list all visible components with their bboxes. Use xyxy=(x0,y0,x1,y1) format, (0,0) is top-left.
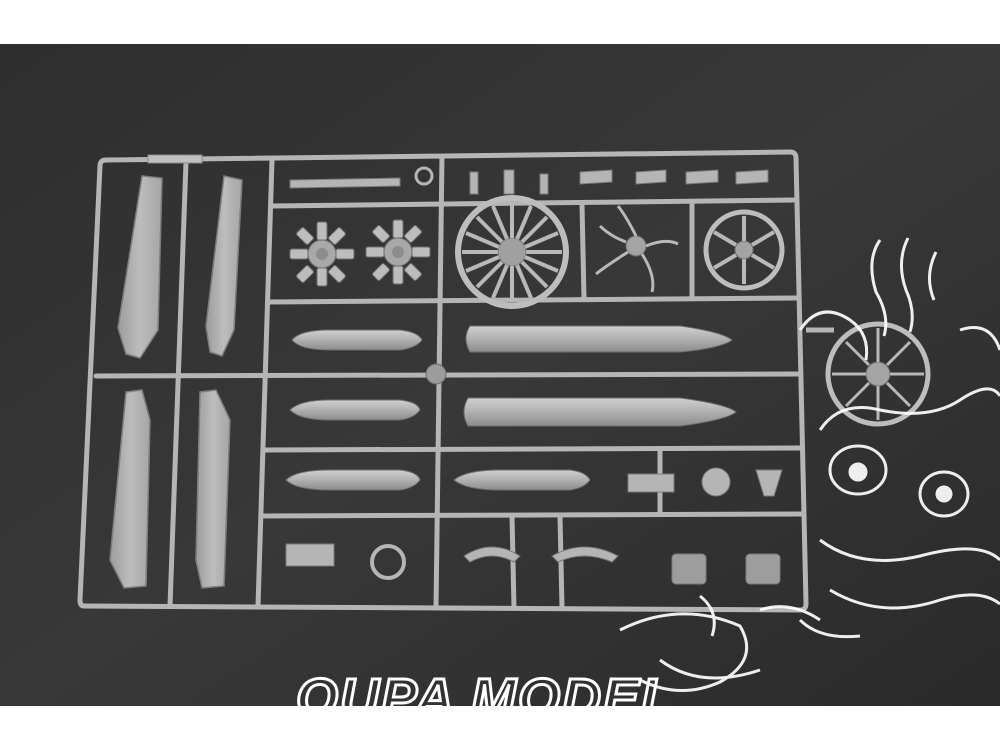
radial-engine-right xyxy=(365,219,431,285)
detached-wheel xyxy=(806,321,931,427)
model-kit-sprue-photo: OUPA MODEL xyxy=(0,44,1000,706)
radial-engine-left xyxy=(289,221,355,287)
watermark-text: OUPA MODEL xyxy=(296,668,676,706)
small-wheel xyxy=(703,209,785,291)
sprue-center-badge xyxy=(425,363,447,385)
sprue-tag xyxy=(147,154,203,164)
bottom-parts xyxy=(285,467,783,585)
small-top-parts xyxy=(289,166,769,195)
floats xyxy=(285,329,591,491)
mascot-watermark xyxy=(619,237,1000,692)
wing-struts xyxy=(109,175,243,589)
hub-with-arms xyxy=(595,205,679,293)
turbine-wheel xyxy=(455,195,569,309)
drop-tanks xyxy=(463,325,737,427)
